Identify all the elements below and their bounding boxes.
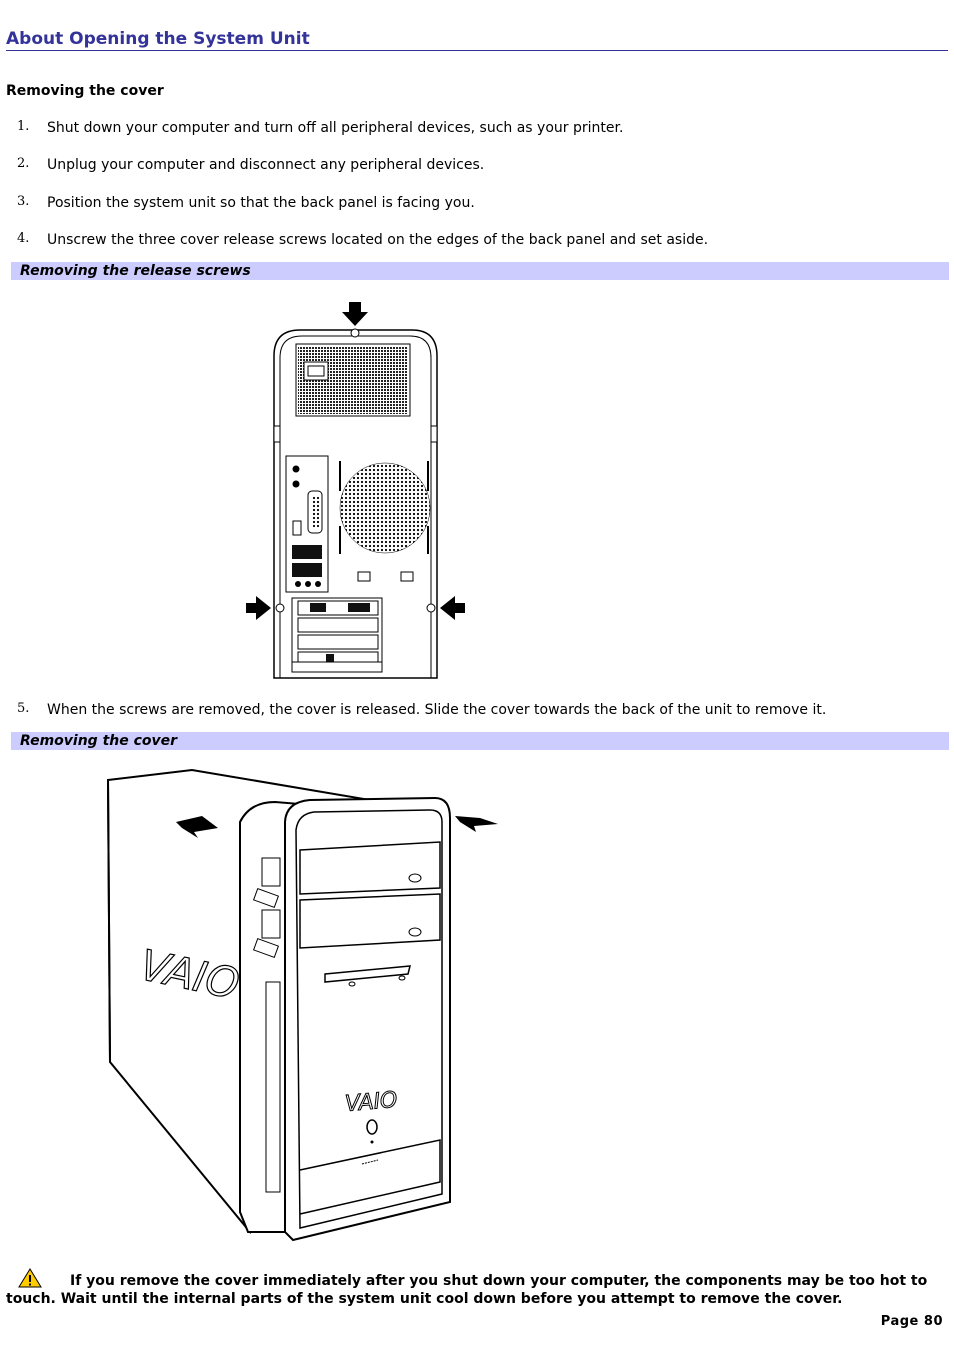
figure-caption-cover: Removing the cover (11, 732, 949, 750)
warning-text: If you remove the cover immediately afte… (6, 1273, 928, 1307)
warning-icon (18, 1268, 42, 1288)
warning-note: If you remove the cover immediately afte… (6, 1268, 936, 1308)
figure-caption-release-screws: Removing the release screws (11, 262, 949, 280)
step-number: 5. (17, 701, 30, 716)
cover-removal-illustration: VAIO VAIO (106, 768, 498, 1242)
step-text: Unplug your computer and disconnect any … (47, 157, 485, 173)
section-heading: Removing the cover (6, 83, 164, 99)
step-number: 2. (17, 156, 30, 171)
step-number: 1. (17, 119, 30, 134)
step-number: 4. (17, 231, 30, 246)
step-text: Position the system unit so that the bac… (47, 195, 475, 211)
step-number: 3. (17, 194, 30, 209)
step-text: Shut down your computer and turn off all… (47, 120, 624, 136)
front-logo: VAIO (344, 1088, 398, 1117)
step-text: When the screws are removed, the cover i… (47, 702, 827, 718)
back-panel-illustration (246, 302, 465, 679)
page-title: About Opening the System Unit (6, 29, 948, 51)
page-number: Page 80 (880, 1314, 943, 1329)
step-text: Unscrew the three cover release screws l… (47, 232, 709, 248)
